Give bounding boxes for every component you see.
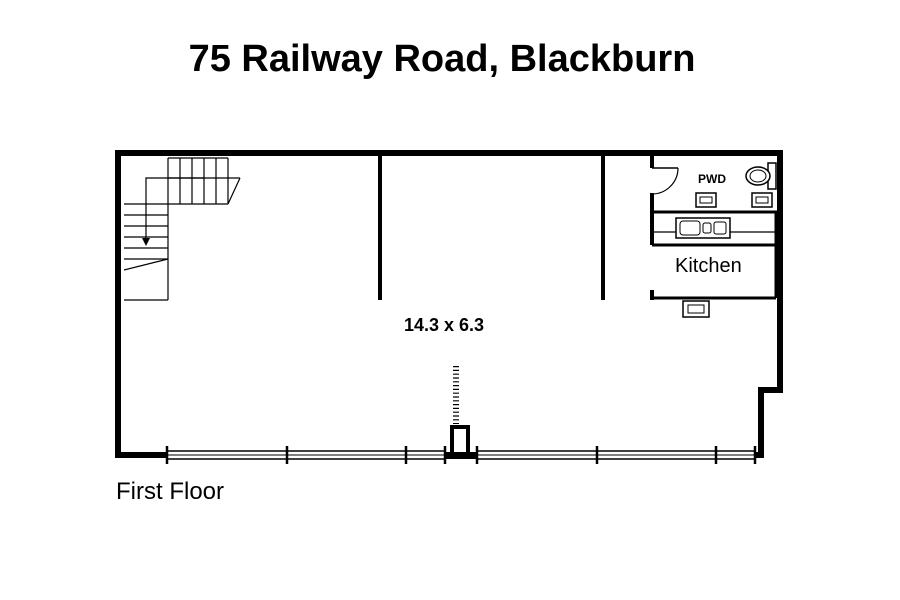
internal-walls <box>378 153 780 300</box>
pwd-door <box>651 167 679 195</box>
stair-arrow-icon <box>142 238 150 246</box>
kitchen-label: Kitchen <box>675 255 742 277</box>
toilet-icon <box>745 162 777 190</box>
staircase <box>123 157 241 301</box>
plan-title: 75 Railway Road, Blackburn <box>188 38 696 80</box>
centre-pillar <box>445 425 477 459</box>
kitchen-outside-fixture <box>682 300 710 318</box>
pwd-label: PWD <box>698 172 726 186</box>
pwd-fixtures <box>695 192 773 208</box>
kitchen-bench <box>652 217 776 239</box>
outer-walls <box>115 150 783 458</box>
floor-label: First Floor <box>116 478 224 505</box>
main-room-dimensions: 14.3 x 6.3 <box>404 315 484 335</box>
